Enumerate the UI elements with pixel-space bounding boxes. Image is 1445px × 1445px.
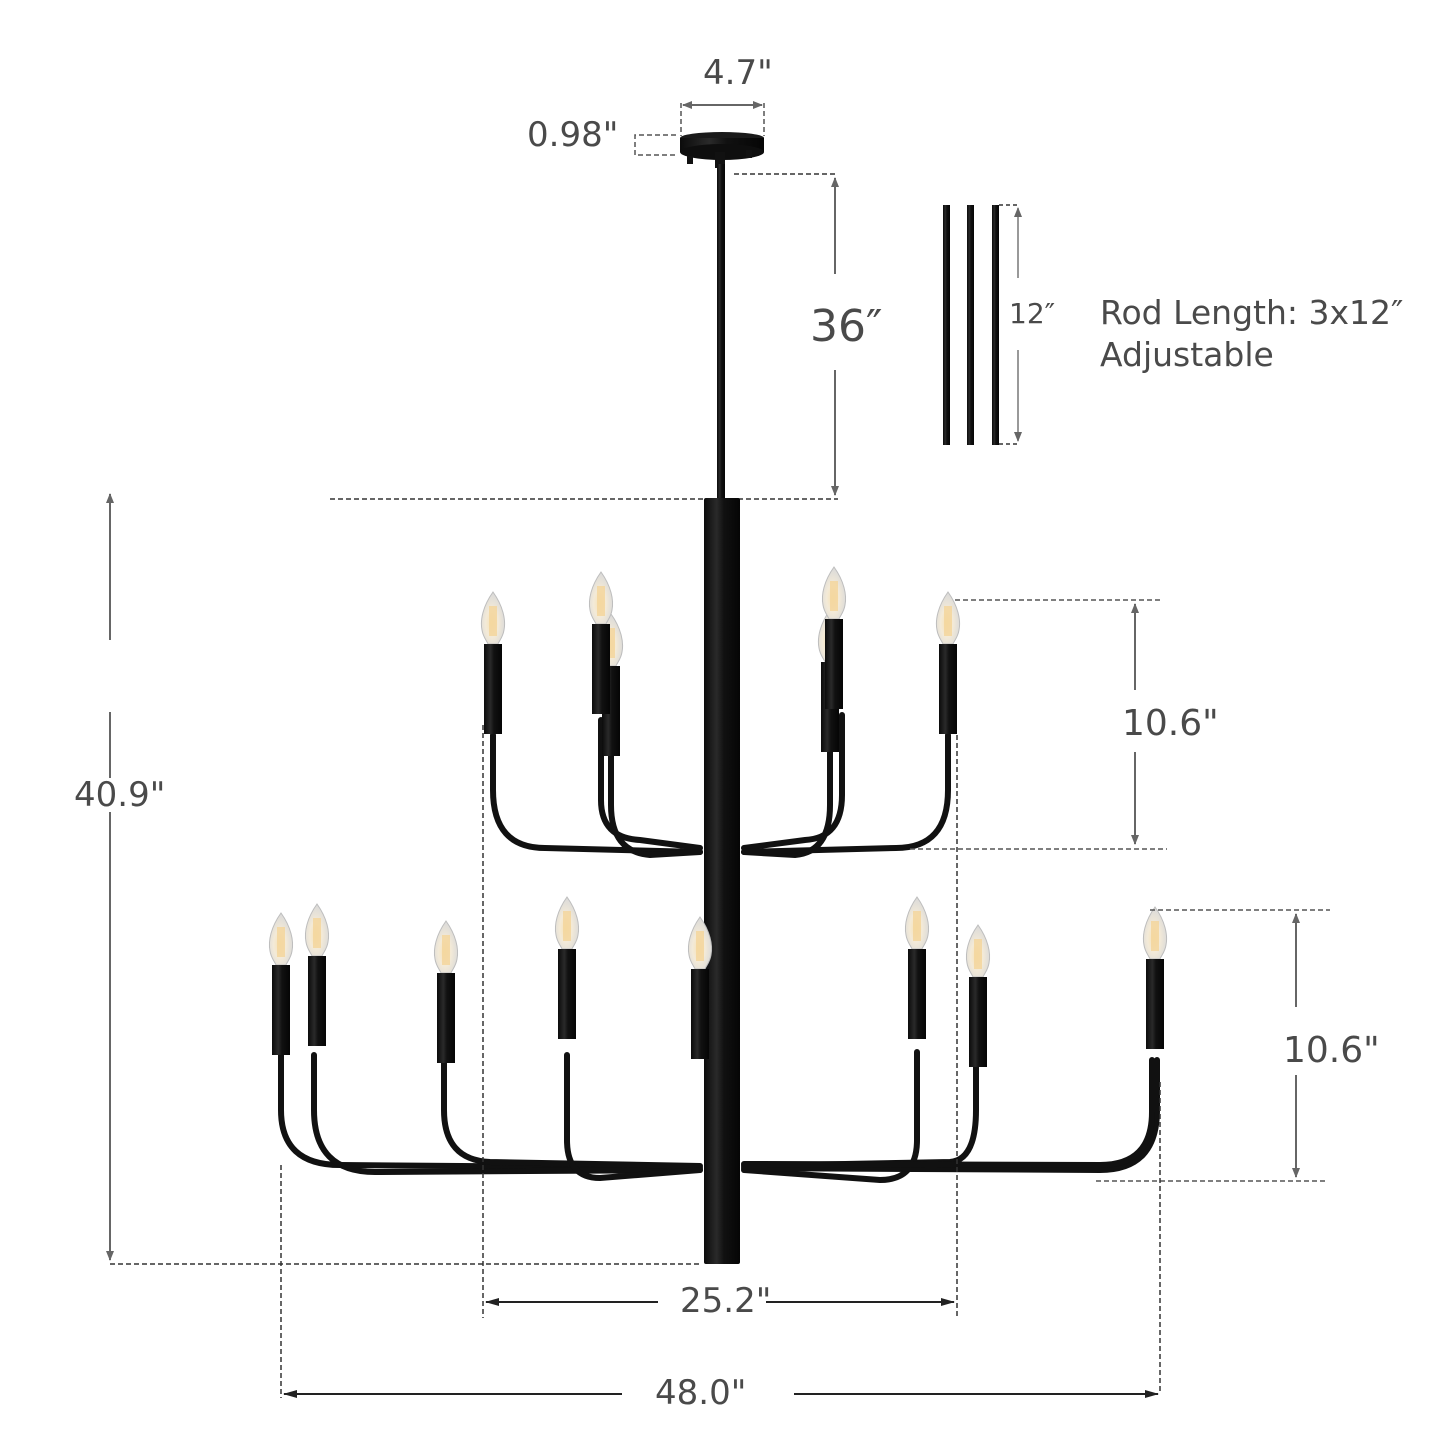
canopy: [680, 132, 764, 168]
downrod-dimension: [330, 173, 839, 500]
rod-piece-label: 12″: [1009, 297, 1056, 330]
upper-tier-width-label: 25.2": [680, 1281, 772, 1321]
canopy-height-label: 0.98": [527, 115, 619, 155]
rod-length-note: Rod Length: 3x12″: [1100, 293, 1404, 332]
rod-adjustable-note: Adjustable: [1100, 335, 1274, 374]
lower-tier-height-label: 10.6": [1283, 1030, 1380, 1071]
downrod: [717, 164, 725, 500]
upper-tier-width-dimension: [482, 725, 958, 1318]
overall-width-label: 48.0": [655, 1373, 747, 1413]
lower-tier-height-dimension: [1096, 909, 1330, 1182]
upper-tier-height-label: 10.6": [1122, 703, 1219, 744]
extension-rods: [943, 204, 1022, 445]
lower-tier: [278, 1049, 1160, 1184]
canopy-height-dimension: [634, 134, 676, 156]
overall-height-label: 40.9": [74, 775, 166, 815]
downrod-length-label: 36″: [810, 301, 883, 352]
canopy-width-dimension: [680, 101, 765, 136]
overall-width-dimension: [280, 1082, 1161, 1398]
upper-tier-height-dimension: [910, 599, 1167, 850]
upper-tier: [490, 712, 951, 859]
canopy-width-label: 4.7": [703, 53, 773, 93]
center-column: [704, 498, 740, 1264]
